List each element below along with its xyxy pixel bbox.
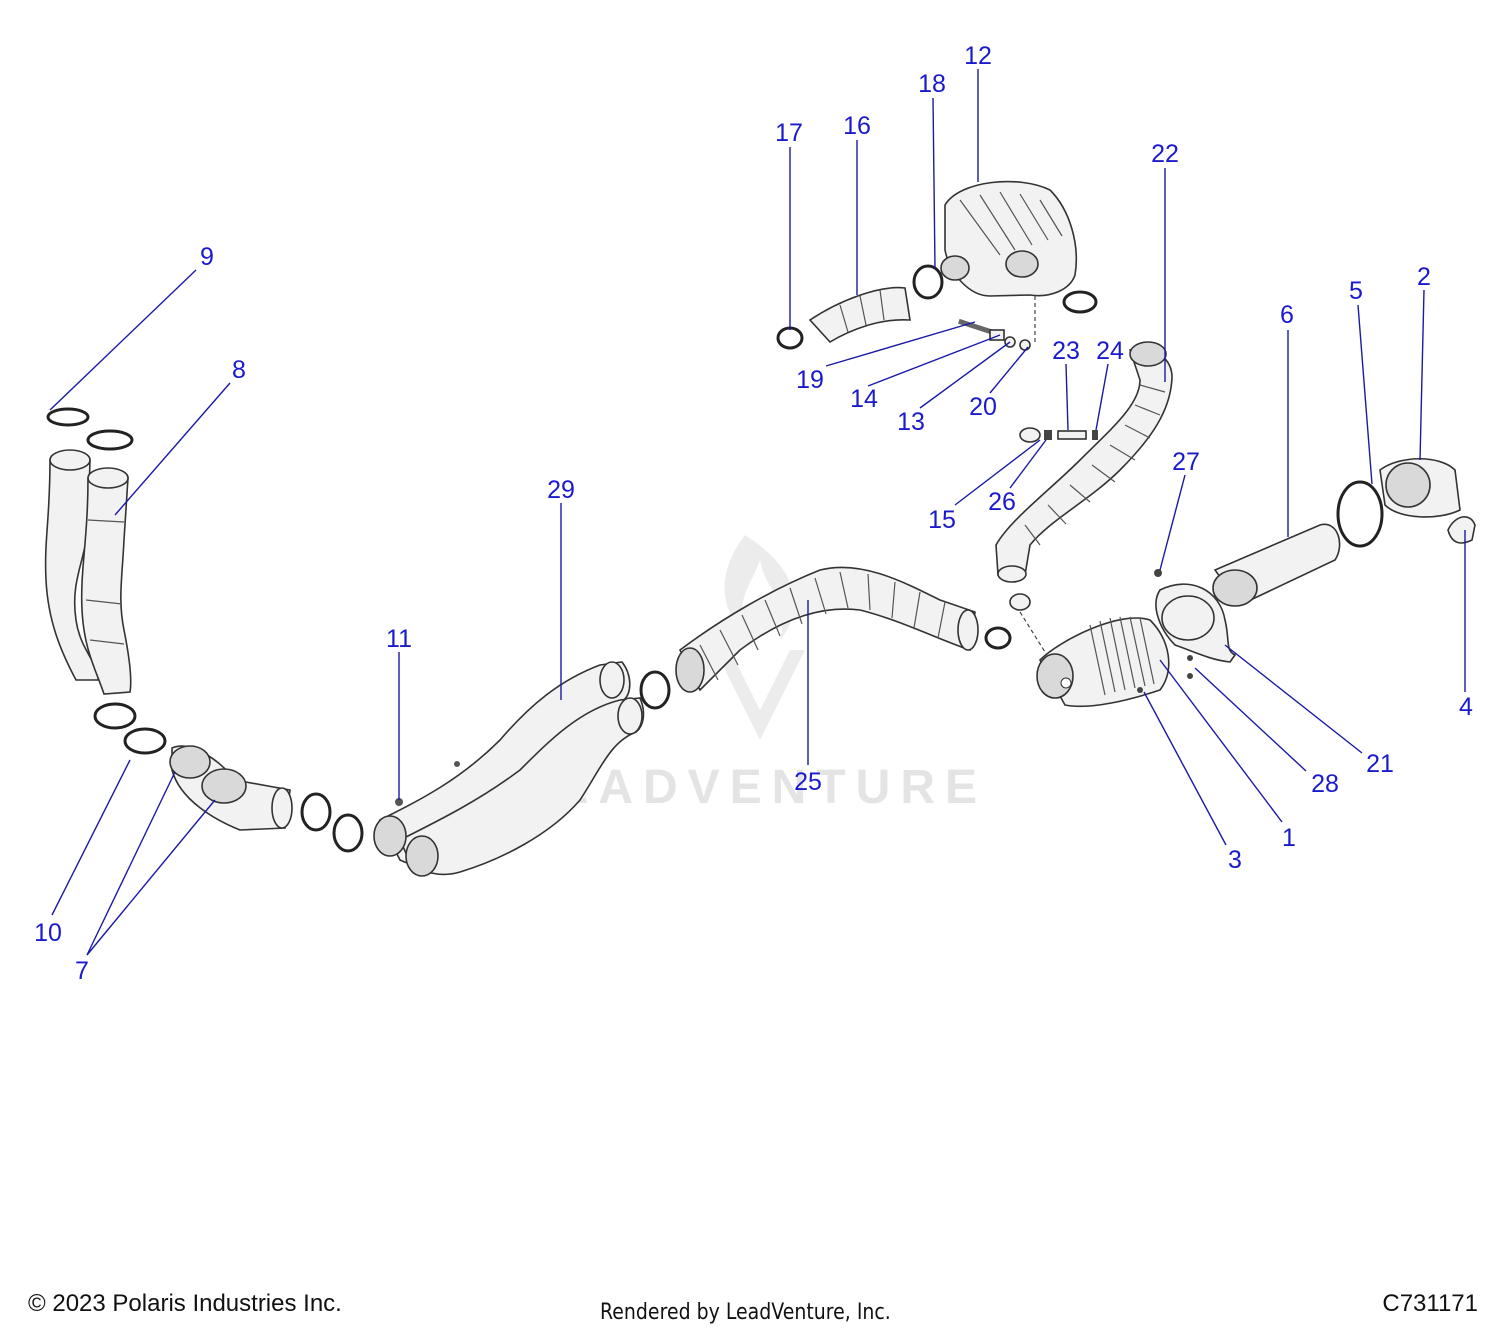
hose-23 [1057,430,1087,440]
snorkel-duct [995,348,1173,576]
screw-11 [395,798,403,806]
corrugated-duct-25 [639,566,1012,710]
callout-6: 6 [1280,301,1294,329]
clamp-25b [984,626,1012,650]
housing-port [1036,653,1074,699]
clamp-12b [1062,290,1098,314]
lower-left-boots [93,702,364,853]
callout-21: 21 [1366,750,1394,778]
snorkel-duct-22 [995,341,1173,661]
callout-11: 11 [386,625,412,653]
rendered-by-text: Rendered by LeadVenture, Inc. [600,1300,891,1325]
callout-23: 23 [1052,337,1080,365]
callout-2: 2 [1417,263,1431,291]
callout-9: 9 [200,243,214,271]
callout-19: 19 [796,366,824,394]
callout-4: 4 [1459,693,1473,721]
duct-25-end-a [675,647,705,693]
twin-duct-port-a [373,815,407,857]
twin-duct-port-d [617,697,643,735]
callout-12: 12 [964,42,992,70]
twin-duct-29 [373,661,645,877]
callout-8: 8 [232,356,246,384]
screw-29 [454,761,460,767]
callout-28: 28 [1311,770,1339,798]
clamp-25a [639,670,671,710]
twin-duct-port-c [599,661,625,699]
corrugated-duct [678,566,976,692]
callout-10: 10 [34,919,62,947]
callout-27: 27 [1172,448,1200,476]
callout-24: 24 [1096,337,1124,365]
twin-duct-port-b [405,835,439,877]
diagram-id: C731171 [1382,1290,1478,1317]
callout-18: 18 [918,70,946,98]
clamp-18 [912,264,944,300]
boot-opening-a [169,745,211,779]
callout-7: 7 [75,957,89,985]
housing-fitting [1060,677,1072,689]
cover-2-opening [1385,462,1431,508]
callout-16: 16 [843,112,871,140]
spacer-14 [989,329,1005,341]
screw-3 [1137,687,1143,693]
bolt-28b [1187,673,1193,679]
snorkel-bottom [997,565,1027,583]
twin-inlet-ducts [44,407,134,695]
cap-15 [1019,427,1041,443]
copyright-text: © 2023 Polaris Industries Inc. [28,1290,342,1317]
hose-16 [808,286,911,344]
callout-22: 22 [1151,140,1179,168]
clamp-10a [93,702,137,730]
clamp-8 [86,429,134,451]
callouts: 1 2 3 4 5 6 7 8 9 10 11 12 13 14 15 16 1… [34,42,1473,985]
callout-5: 5 [1349,277,1363,305]
nut-20 [1019,339,1031,351]
callout-25: 25 [794,768,822,796]
boot-opening-b [201,768,247,804]
boot-end [271,787,293,829]
seal-5 [1336,480,1384,548]
bolt-19 [958,318,998,337]
callout-29: 29 [547,476,575,504]
inlet-duct-left-top [49,449,91,471]
inlet-duct-right-top [87,467,129,489]
clamp-left-b [332,813,364,853]
clamp-9 [46,407,90,427]
filter-housing [1036,569,1237,708]
bolt-27 [1154,569,1162,577]
bolt-28a [1187,655,1193,661]
filter-element-group [1212,457,1476,607]
clamp-10b [123,727,167,755]
callout-1: 1 [1282,824,1296,852]
callout-17: 17 [775,119,803,147]
filter-element-end [1212,569,1258,607]
leader-lines [49,69,1466,956]
duct-25-end-b [957,609,979,651]
clamp-17 [776,326,804,350]
airbox-body [944,180,1078,297]
callout-26: 26 [988,488,1016,516]
clip-24 [1092,430,1098,440]
callout-3: 3 [1228,846,1242,874]
clamp-left-a [300,792,332,832]
clip-26 [1044,430,1052,440]
airbox-port-a [940,255,970,281]
bracket-21-hole [1161,595,1215,641]
airbox-12 [776,180,1098,350]
callout-20: 20 [969,393,997,421]
snorkel-coupler [1009,593,1031,611]
snorkel-top [1129,341,1167,367]
valve-4 [1447,516,1476,544]
callout-14: 14 [850,385,878,413]
airbox-port-b [1005,250,1039,278]
callout-13: 13 [897,408,925,436]
callout-15: 15 [928,506,956,534]
